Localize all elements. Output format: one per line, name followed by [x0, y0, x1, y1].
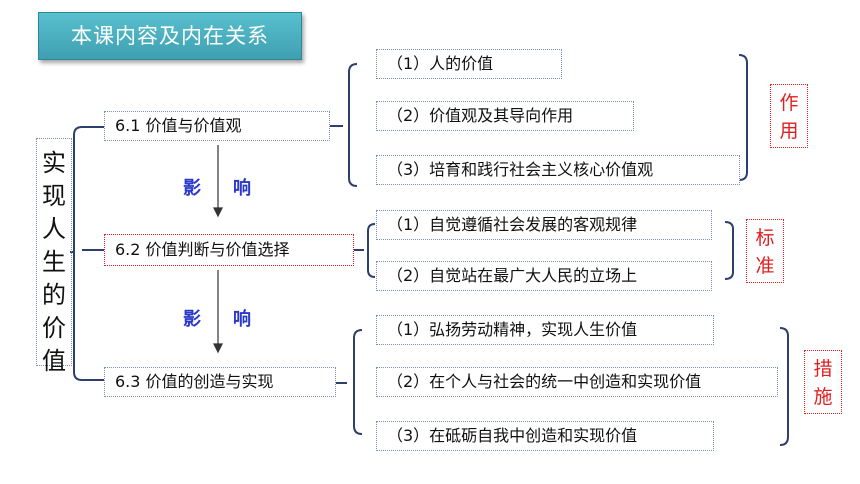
- tag-standard-label: 标准: [755, 227, 775, 277]
- tag-measures-label: 措施: [813, 358, 833, 408]
- section3-item-3: （3）在砥砺自我中创造和实现价值: [376, 421, 714, 451]
- arrow-head-2: [213, 343, 223, 354]
- tag1-bracket: [738, 54, 748, 181]
- section-6-3: 6.3 价值的创造与实现: [104, 367, 336, 397]
- root-label: 实现人生的价值: [42, 149, 66, 375]
- section1-item-2: （2）价值观及其导向作用: [376, 101, 634, 131]
- section-6-1: 6.1 价值与价值观: [104, 111, 330, 141]
- section1-bracket: [348, 63, 358, 187]
- section3-bracket: [353, 329, 363, 435]
- influence-char-3: 影: [183, 309, 201, 330]
- title-banner: 本课内容及内在关系: [38, 12, 302, 60]
- section1-item-3: （3）培育和践行社会主义核心价值观: [376, 155, 740, 185]
- tag-function: 作用: [770, 84, 808, 148]
- tag2-bracket: [724, 221, 734, 280]
- arrow-head-1: [213, 207, 223, 218]
- tag3-bracket: [779, 327, 789, 446]
- section2-item-2: （2）自觉站在最广大人民的立场上: [376, 261, 712, 291]
- section1-item-1: （1）人的价值: [376, 49, 562, 79]
- influence-char-1: 影: [183, 178, 201, 199]
- section-6-2: 6.2 价值判断与价值选择: [104, 234, 354, 266]
- root-node: 实现人生的价值: [36, 138, 72, 375]
- root-bracket: [73, 126, 83, 381]
- section3-item-2: （2）在个人与社会的统一中创造和实现价值: [376, 367, 778, 397]
- influence-char-4: 响: [233, 309, 251, 330]
- tag-measures: 措施: [804, 350, 842, 414]
- tag-function-label: 作用: [779, 92, 799, 142]
- section3-item-1: （1）弘扬劳动精神，实现人生价值: [376, 315, 714, 345]
- section2-bracket: [367, 223, 376, 278]
- section2-item-1: （1）自觉遵循社会发展的客观规律: [376, 210, 712, 240]
- influence-char-2: 响: [233, 178, 251, 199]
- tag-standard: 标准: [746, 219, 784, 283]
